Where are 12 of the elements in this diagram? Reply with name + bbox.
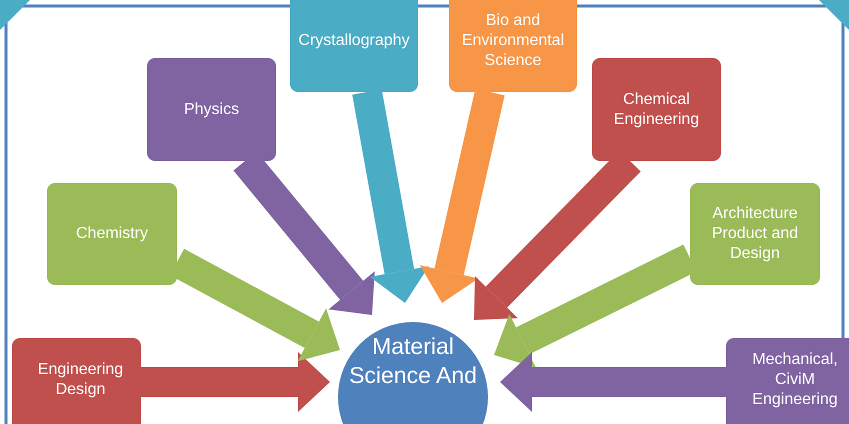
topic-box: Engineering Design [12,338,141,424]
block-arrow [352,89,429,303]
topic-circle: Material Science And [338,322,488,424]
block-arrow [141,352,330,412]
topic-box: Chemistry [47,183,177,285]
topic-box: Crystallography [290,0,418,92]
topic-box: Bio and Environmental Science [449,0,577,92]
topic-box: Physics [147,58,276,161]
topic-box: Mechanical, CiviM Engineering [726,338,849,424]
topic-box: Chemical Engineering [592,58,721,161]
topic-box: Architecture Product and Design [690,183,820,285]
block-arrow [500,352,726,412]
